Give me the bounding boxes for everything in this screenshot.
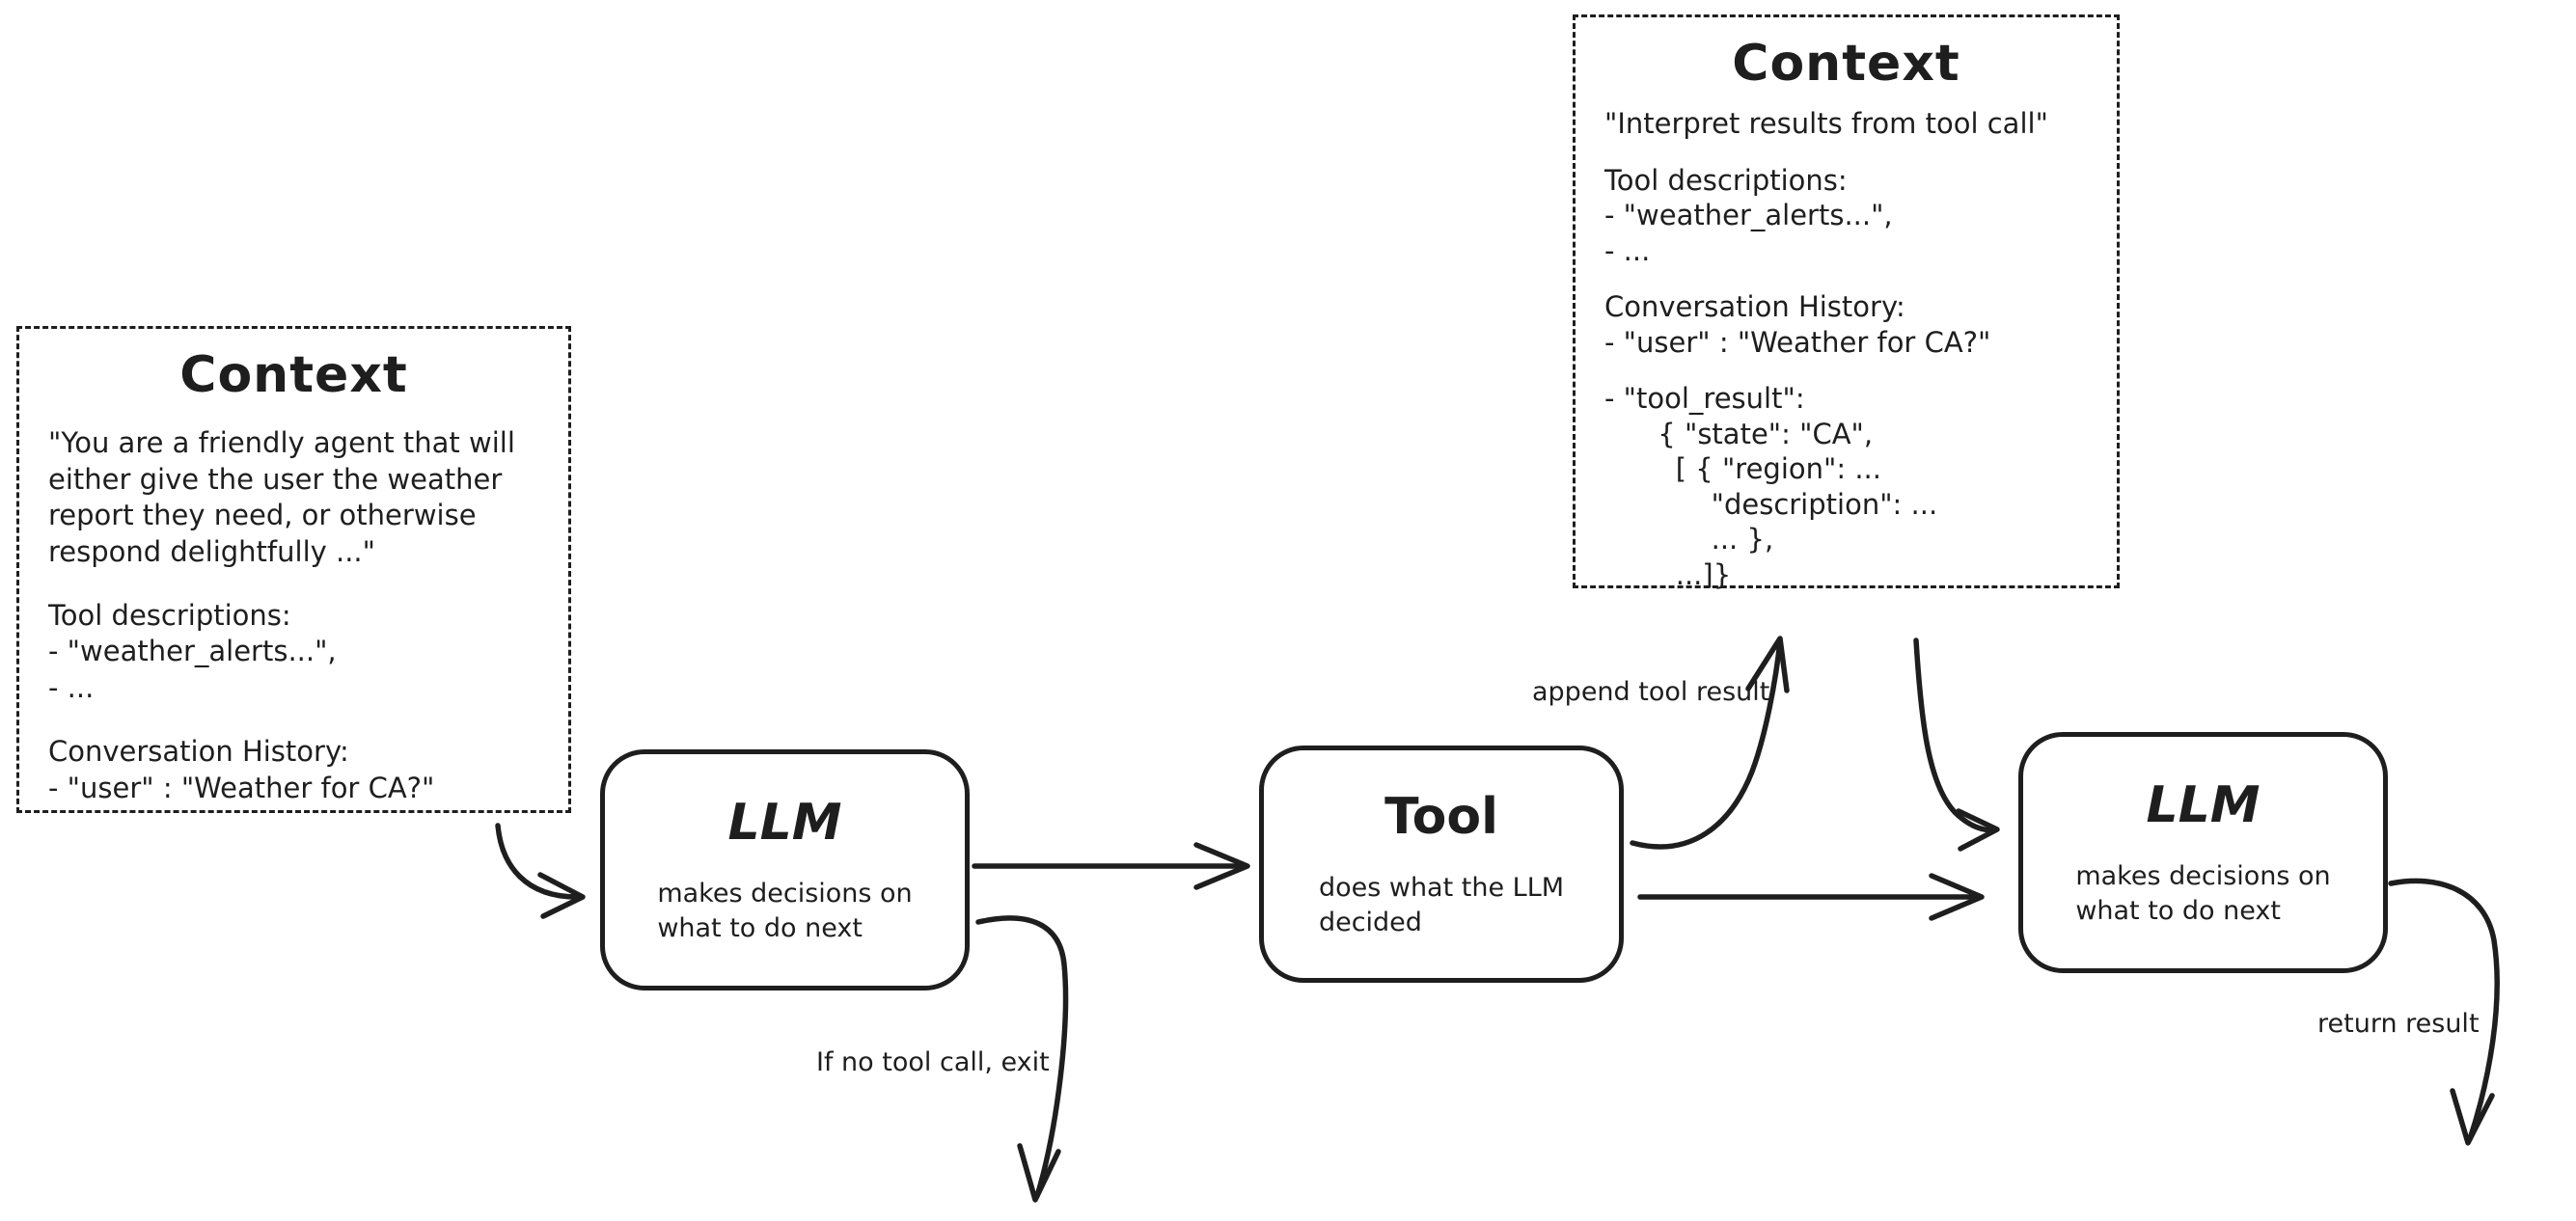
edge-label-if-no-tool-call-exit: If no tool call, exit (816, 1047, 1050, 1077)
arrow-context-initial-to-llm (495, 823, 586, 919)
context-box-after-tool: Context "Interpret results from tool cal… (1573, 14, 2120, 591)
edge-label-append-tool-result: append tool result (1532, 677, 1770, 707)
node-llm-second: LLM makes decisions on what to do next (2018, 732, 2388, 973)
context-after-tool-conversation-history: Conversation History: - "user" : "Weathe… (1604, 290, 1991, 359)
context-box-initial: Context "You are a friendly agent that w… (16, 326, 571, 813)
arrow-tool-to-context-append (1630, 636, 1790, 850)
node-llm-first: LLM makes decisions on what to do next (600, 749, 970, 990)
context-initial-conversation-history: Conversation History: - "user" : "Weathe… (48, 734, 435, 804)
llm-second-title: LLM (2146, 775, 2261, 834)
tool-subtitle: does what the LLM decided (1318, 872, 1565, 937)
arrow-llm-exit (975, 915, 1069, 1203)
arrow-tool-to-llm-second (1637, 873, 1985, 921)
context-after-tool-tool-descriptions: Tool descriptions: - "weather_alerts..."… (1604, 163, 1893, 267)
llm-first-subtitle: makes decisions on what to do next (657, 878, 913, 943)
arrow-llm-to-tool (972, 842, 1250, 890)
context-after-tool-instruction: "Interpret results from tool call" (1604, 107, 2048, 140)
context-after-tool-tool-result: - "tool_result": { "state": "CA", [ { "r… (1604, 382, 1938, 591)
context-initial-system-prompt: "You are a friendly agent that will eith… (48, 426, 515, 569)
context-initial-title: Context (179, 346, 408, 404)
tool-title: Tool (1384, 787, 1498, 846)
llm-second-subtitle: makes decisions on what to do next (2075, 860, 2331, 926)
arrow-context-to-llm-second (1913, 638, 2000, 852)
edge-label-return-result: return result (2317, 1009, 2480, 1039)
context-initial-tool-descriptions: Tool descriptions: - "weather_alerts..."… (48, 598, 337, 705)
context-after-tool-title: Context (1732, 35, 1960, 93)
llm-first-title: LLM (727, 793, 842, 852)
node-tool: Tool does what the LLM decided (1259, 746, 1624, 983)
arrow-llm-second-return (2388, 878, 2500, 1146)
